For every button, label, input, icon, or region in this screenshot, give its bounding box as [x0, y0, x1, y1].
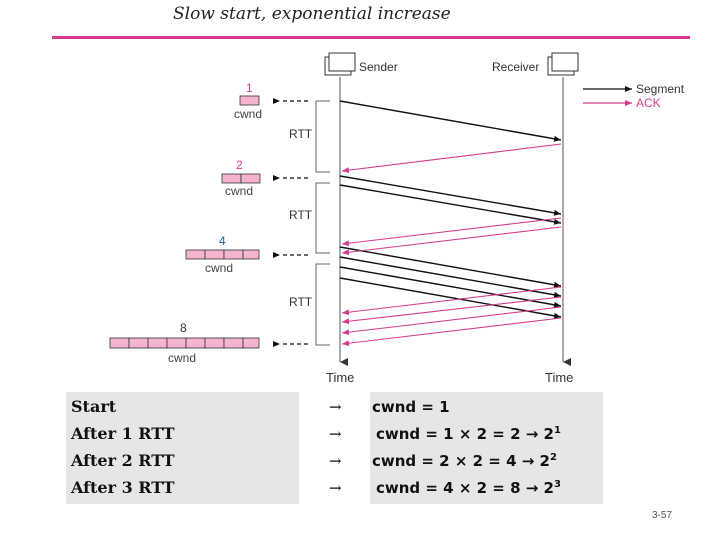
formula-3-text: cwnd = 4 × 2 = 8 → 2 — [376, 479, 554, 497]
slow-start-diagram: Sender Receiver Time Time Segment ACK RT… — [109, 52, 685, 385]
window-1-size: 1 — [246, 81, 253, 95]
formula-1-text: cwnd = 1 × 2 = 2 → 2 — [376, 425, 554, 443]
formula-after-3-rtt: cwnd = 4 × 2 = 8 → 23 — [376, 479, 561, 497]
window-8-cwnd-label: cwnd — [168, 351, 196, 365]
row-label-start: Start — [71, 397, 117, 416]
row-label-after-2-rtt: After 2 RTT — [71, 451, 175, 470]
row-arrow-after-3-rtt: → — [329, 479, 342, 497]
window-1-cwnd-label: cwnd — [234, 107, 262, 121]
labels-panel — [66, 392, 299, 504]
window-8-boxes — [109, 337, 260, 349]
formula-1-power: 1 — [553, 425, 561, 436]
rtt-label-1: RTT — [289, 127, 313, 141]
window-4-cwnd-label: cwnd — [205, 261, 233, 275]
row-arrow-after-1-rtt: → — [329, 425, 342, 443]
window-2-size: 2 — [236, 158, 243, 172]
rtt-brackets — [315, 100, 330, 346]
receiver-label: Receiver — [492, 60, 539, 74]
formula-2-text: cwnd = 2 × 2 = 4 → 2 — [372, 452, 550, 470]
row-arrow-after-2-rtt: → — [329, 452, 342, 470]
window-2-cwnd-label: cwnd — [225, 184, 253, 198]
window-2-boxes — [221, 173, 261, 184]
page-number: 3-57 — [652, 510, 673, 521]
formula-start-text: cwnd = 1 — [372, 398, 450, 416]
formula-2-power: 2 — [549, 452, 557, 463]
ack-arrows — [341, 143, 562, 347]
sender-label: Sender — [359, 60, 398, 74]
window-1-box — [239, 95, 260, 106]
legend-segment-label: Segment — [636, 82, 685, 96]
legend-ack-label: ACK — [636, 96, 661, 110]
formula-start: cwnd = 1 — [372, 398, 450, 416]
window-4-boxes — [185, 249, 260, 260]
row-label-after-1-rtt: After 1 RTT — [71, 424, 175, 443]
formula-3-power: 3 — [553, 479, 561, 490]
title-rule — [52, 36, 690, 39]
sender-box — [324, 52, 356, 76]
receiver-box — [547, 52, 579, 76]
formula-after-2-rtt: cwnd = 2 × 2 = 4 → 22 — [372, 452, 557, 470]
row-arrow-start: → — [329, 398, 342, 416]
window-8-size: 8 — [180, 321, 187, 335]
rtt-label-3: RTT — [289, 295, 313, 309]
formula-after-1-rtt: cwnd = 1 × 2 = 2 → 21 — [376, 425, 561, 443]
receiver-time-label: Time — [545, 370, 573, 385]
row-label-after-3-rtt: After 3 RTT — [71, 478, 175, 497]
rtt-label-2: RTT — [289, 208, 313, 222]
window-4-size: 4 — [219, 234, 226, 248]
formulas-panel — [370, 392, 603, 504]
segment-arrows — [339, 100, 562, 319]
slide-title: Slow start, exponential increase — [173, 4, 451, 24]
sender-time-label: Time — [326, 370, 354, 385]
